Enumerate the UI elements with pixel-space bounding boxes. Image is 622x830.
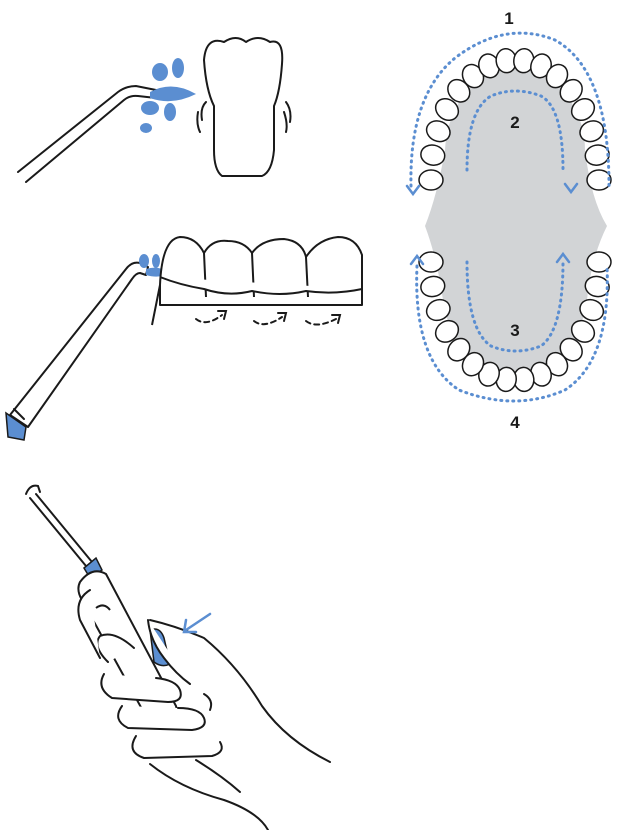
step-label-4: 4 (510, 413, 520, 432)
water-jet-side-teeth-icon (0, 215, 380, 450)
step-label-2: 2 (510, 113, 519, 132)
step-label-1: 1 (504, 9, 513, 28)
water-jet-front-teeth-icon (0, 0, 320, 200)
jaw-diagram-svg: 1 2 3 4 (395, 0, 622, 440)
front-view-illustration (0, 0, 320, 200)
step-label-3: 3 (510, 321, 519, 340)
jaw-cleaning-sequence-diagram: 1 2 3 4 (395, 0, 622, 440)
tooth (419, 170, 443, 190)
hand-holding-flosser-illustration (0, 470, 360, 830)
side-view-illustration (0, 215, 380, 450)
hand-holding-flosser-icon (0, 470, 360, 830)
